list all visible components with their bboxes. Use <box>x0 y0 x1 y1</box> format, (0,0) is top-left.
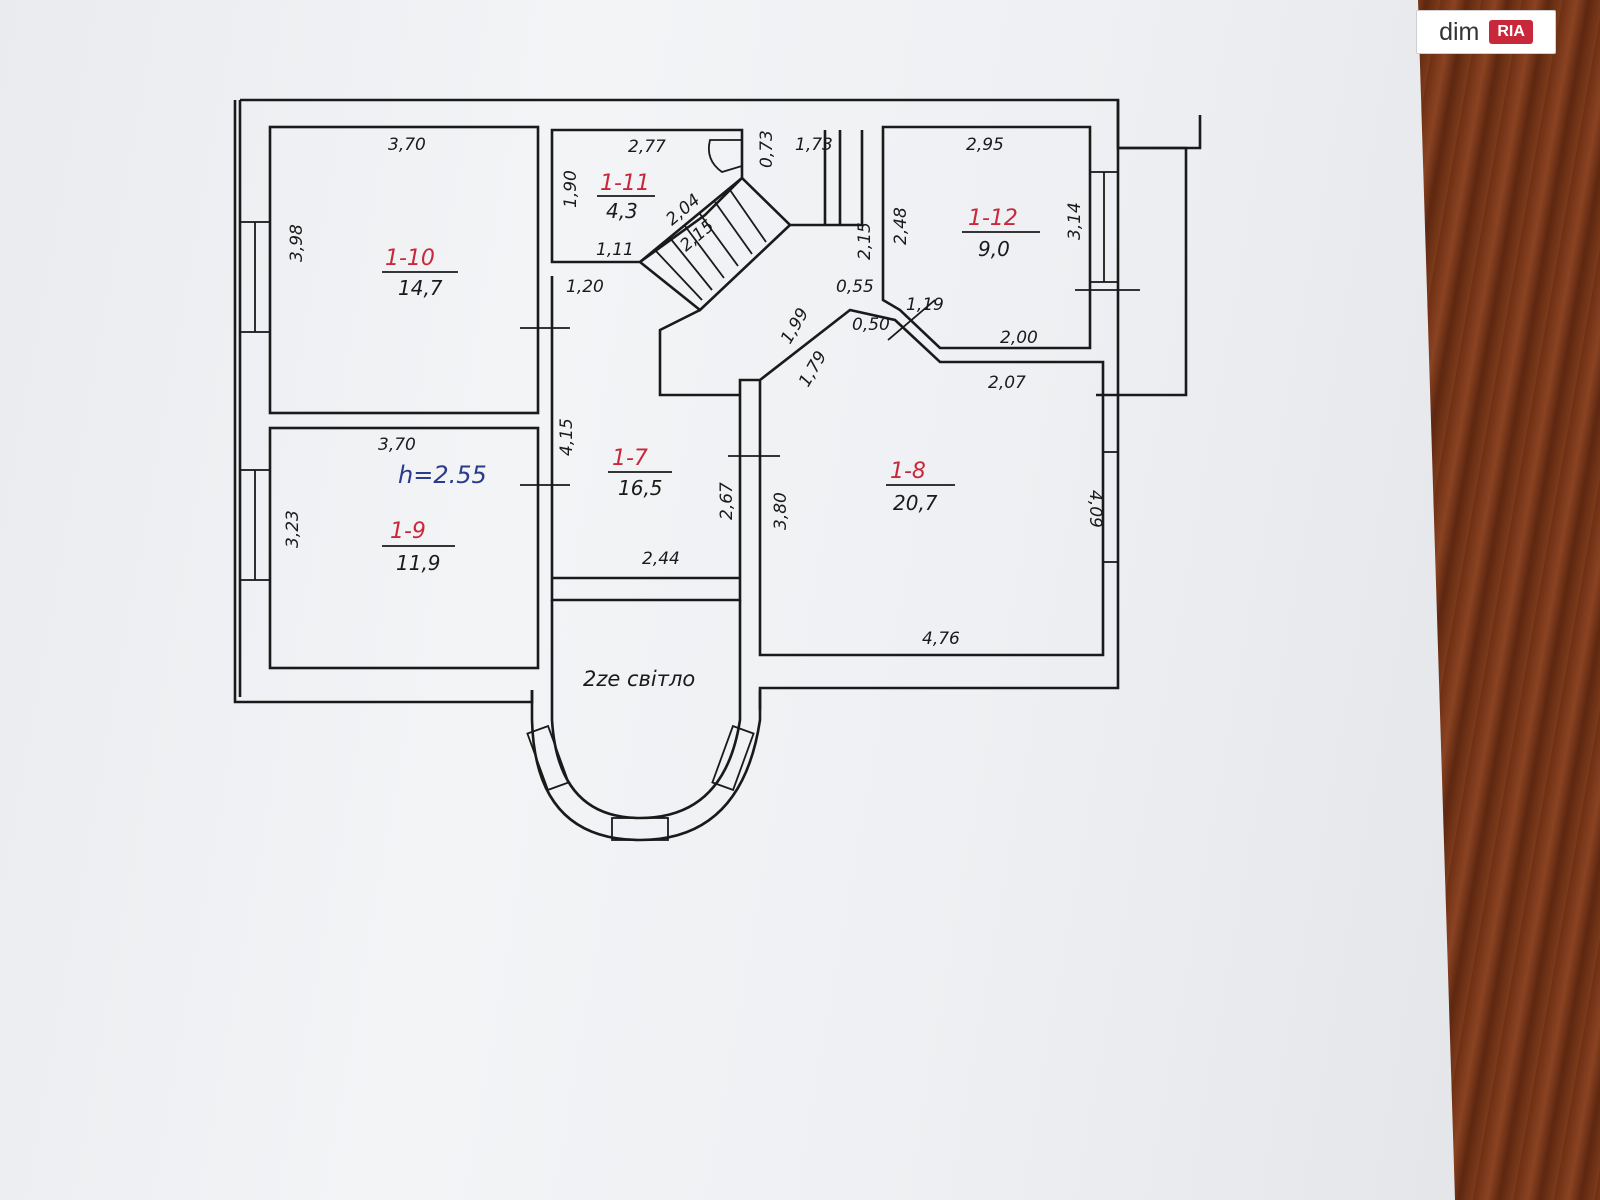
dim-r8-left: 3,80 <box>771 492 791 530</box>
dim-r11-door: 1,11 <box>596 240 634 260</box>
dim-r11-side: 1,90 <box>561 170 581 208</box>
dim-r9-side: 3,23 <box>283 510 303 548</box>
watermark-text: dim <box>1439 17 1480 46</box>
second-light-label: 2ze світло <box>583 667 695 691</box>
room-1-8-outline <box>758 308 1105 657</box>
dimria-watermark: dim RIA <box>1416 10 1556 54</box>
dim-hall-height: 4,15 <box>557 418 577 456</box>
room-1-7-area: 16,5 <box>618 476 663 500</box>
hall-1-7-outline <box>550 276 760 602</box>
dim-r12-bottom: 2,00 <box>1000 328 1038 348</box>
room-1-11-id: 1-11 <box>600 171 650 196</box>
dim-r12-top: 2,95 <box>966 135 1004 155</box>
dim-r9-top: 3,70 <box>378 435 416 455</box>
room-1-7-id: 1-7 <box>612 446 648 471</box>
dim-0-55: 0,55 <box>836 277 874 297</box>
dim-hall-wall: 2,67 <box>717 482 737 520</box>
room-1-8-area: 20,7 <box>893 491 938 515</box>
ceiling-height-note: h=2.55 <box>398 461 487 489</box>
dim-r10-top: 3,70 <box>388 135 426 155</box>
dim-0-50: 0,50 <box>852 315 890 335</box>
dim-r10-side: 3,98 <box>287 224 307 262</box>
dim-r12-small: 2,15 <box>855 222 875 260</box>
dim-r8-bottom: 4,76 <box>922 629 960 649</box>
stairs <box>637 130 864 397</box>
room-1-9-id: 1-9 <box>390 519 426 544</box>
dim-r8-top: 2,07 <box>988 373 1026 393</box>
dim-1-99: 1,99 <box>777 305 813 348</box>
room-1-11-outline <box>550 128 744 264</box>
window-markers <box>239 171 1119 841</box>
dim-hall-bottom: 2,44 <box>642 549 680 569</box>
room-1-11-area: 4,3 <box>606 199 638 223</box>
room-1-12-id: 1-12 <box>968 206 1018 231</box>
dim-r8-right: 4,09 <box>1085 490 1105 528</box>
dim-r12-left: 2,48 <box>891 207 911 245</box>
dim-stair-top-1: 0,73 <box>757 130 777 168</box>
room-1-10-area: 14,7 <box>398 276 443 300</box>
dim-r12-diag: 1,19 <box>906 295 944 315</box>
dim-hall-door: 1,20 <box>566 277 604 297</box>
dim-stair-top-2: 1,73 <box>795 135 833 155</box>
room-1-9-area: 11,9 <box>396 551 441 575</box>
room-1-8-id: 1-8 <box>890 459 926 484</box>
dim-1-79: 1,79 <box>795 348 831 391</box>
door-markers <box>520 289 1140 486</box>
outer-walls <box>233 98 1202 842</box>
watermark-tag: RIA <box>1489 20 1533 44</box>
dim-r11-top: 2,77 <box>628 137 666 157</box>
dim-r12-right: 3,14 <box>1065 202 1085 240</box>
room-1-10-id: 1-10 <box>385 246 435 271</box>
room-1-12-area: 9,0 <box>978 237 1010 261</box>
room-1-12-outline <box>881 125 1092 350</box>
toilet-icon <box>707 139 743 173</box>
